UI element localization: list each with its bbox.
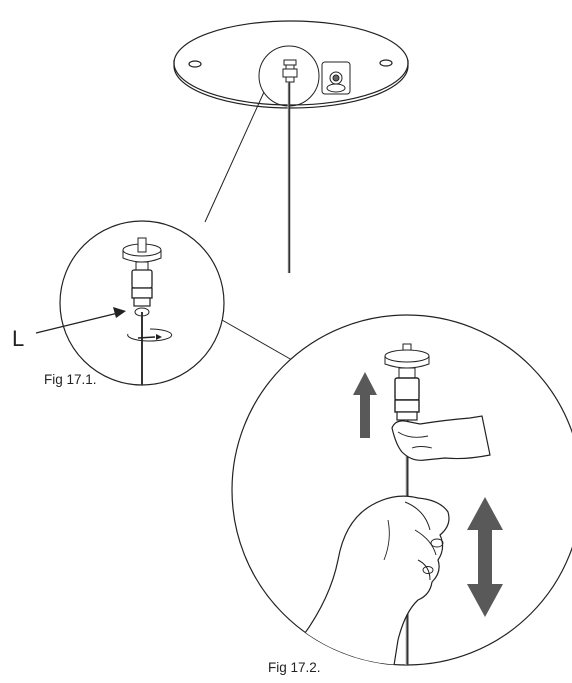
gripper-detail-large <box>299 343 491 665</box>
canopy-gripper <box>282 59 298 83</box>
figure-caption-17-1: Fig 17.1. <box>44 372 97 387</box>
up-arrow-icon <box>353 372 377 438</box>
terminal-block <box>321 61 351 95</box>
figure-caption-17-2: Fig 17.2. <box>268 660 321 675</box>
pointer-arrow-L <box>35 307 126 334</box>
double-arrow-icon <box>467 497 503 617</box>
callout-line <box>204 91 265 223</box>
part-label-L: L <box>12 326 25 351</box>
gripper-detail-small <box>122 237 173 385</box>
callout-line-2 <box>221 319 293 361</box>
